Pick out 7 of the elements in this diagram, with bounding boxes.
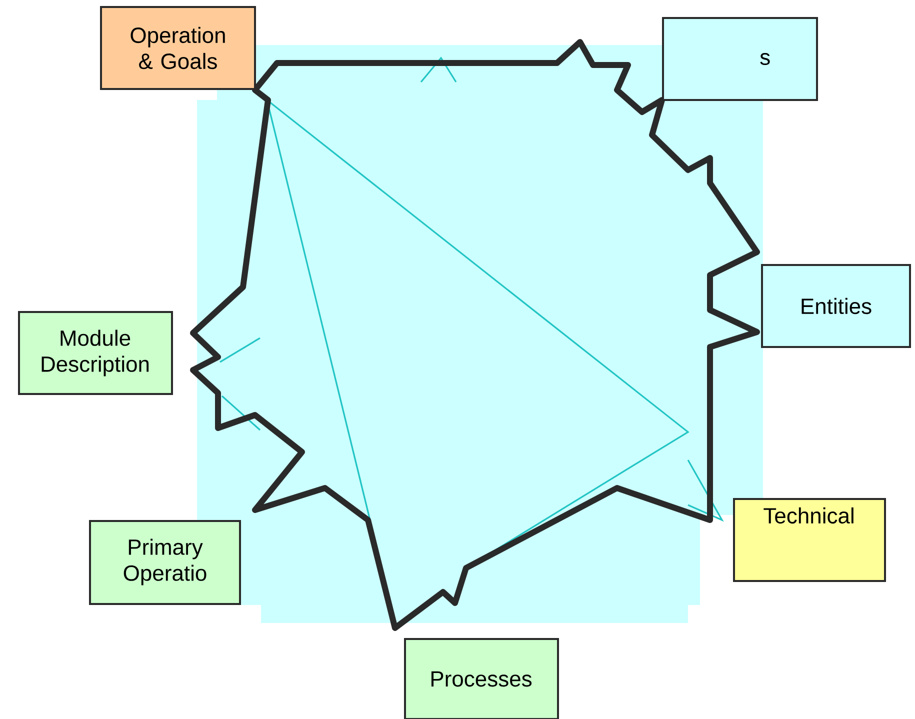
label-box: Operation & Goals [100, 6, 256, 90]
label-box: Module Description [18, 311, 173, 395]
label-box: s [662, 17, 818, 101]
label-box: Entities [761, 264, 911, 348]
label-box: Primary Operatio [89, 520, 241, 605]
label-box: Processes [404, 638, 559, 719]
label-box: Technical [733, 498, 886, 582]
